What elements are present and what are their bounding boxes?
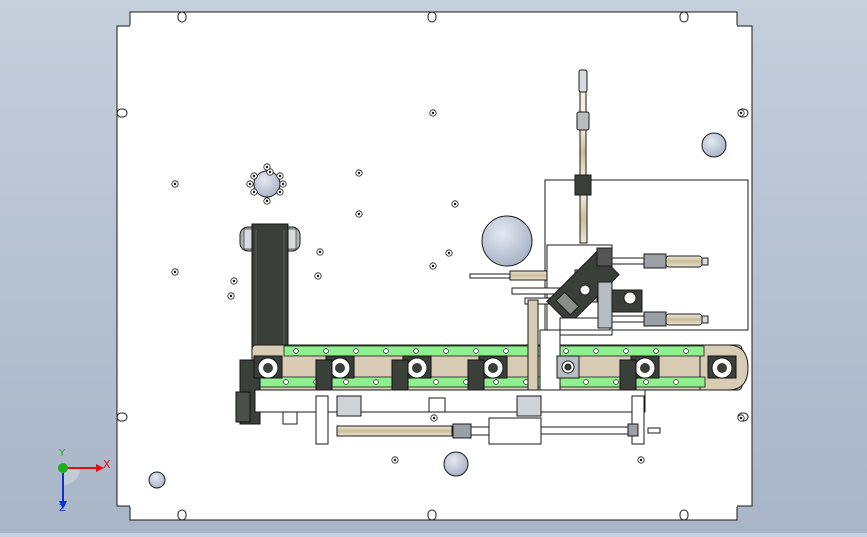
screw-hole bbox=[637, 456, 645, 464]
vertical-feed-cylinder bbox=[574, 69, 592, 244]
screw-hole bbox=[451, 200, 459, 208]
screw-hole bbox=[737, 414, 745, 422]
screw-hole bbox=[429, 262, 437, 270]
rail-screw bbox=[343, 379, 349, 385]
screw-hole bbox=[316, 248, 324, 256]
axis-y-label: Y bbox=[59, 448, 66, 459]
screw-hole bbox=[276, 188, 284, 196]
rail-screw bbox=[293, 348, 299, 354]
rail-screw bbox=[673, 379, 679, 385]
rotary-gripper-assembly bbox=[511, 244, 643, 391]
pulley-station bbox=[630, 355, 660, 379]
rail-screw bbox=[323, 348, 329, 354]
screw-hole bbox=[430, 414, 438, 422]
pulley-station bbox=[325, 355, 355, 379]
screw-hole bbox=[246, 180, 254, 188]
rail-screw bbox=[353, 348, 359, 354]
rail-screw bbox=[433, 379, 439, 385]
screw-hole bbox=[227, 292, 235, 300]
rail-screw bbox=[583, 379, 589, 385]
rail-screw bbox=[613, 379, 619, 385]
right-cylinders bbox=[611, 253, 709, 327]
rail-screw bbox=[373, 379, 379, 385]
rail-screw bbox=[503, 348, 509, 354]
screw-hole bbox=[429, 109, 437, 117]
rail-screw bbox=[493, 379, 499, 385]
rail-screw bbox=[653, 348, 659, 354]
rail-screw bbox=[413, 348, 419, 354]
axis-z-label: Z bbox=[59, 503, 66, 514]
rail-screw bbox=[643, 379, 649, 385]
rail-screw bbox=[683, 348, 689, 354]
screw-hole bbox=[250, 188, 258, 196]
screw-hole bbox=[391, 456, 399, 464]
screw-hole bbox=[737, 109, 745, 117]
screw-hole bbox=[250, 172, 258, 180]
pulley-station bbox=[253, 355, 283, 379]
screw-hole bbox=[171, 268, 179, 276]
rail-screw bbox=[593, 348, 599, 354]
screw-hole bbox=[355, 169, 363, 177]
axis-x-label: X bbox=[103, 458, 111, 471]
rail-screw bbox=[623, 348, 629, 354]
screw-hole bbox=[263, 197, 271, 205]
coordinate-triad-icon bbox=[58, 463, 104, 509]
pulley-station bbox=[478, 355, 508, 379]
rail-screw bbox=[473, 348, 479, 354]
pulley-station bbox=[707, 355, 737, 379]
coordinate-triad: X Y Z bbox=[50, 448, 111, 515]
bottom-slide-cylinder bbox=[336, 417, 661, 445]
rail-screw bbox=[283, 379, 289, 385]
rail-screw bbox=[383, 348, 389, 354]
screw-hole bbox=[263, 163, 271, 171]
screw-hole bbox=[445, 249, 453, 257]
screw-hole bbox=[276, 172, 284, 180]
screw-hole bbox=[230, 277, 238, 285]
rail-screw bbox=[443, 348, 449, 354]
screw-hole bbox=[171, 180, 179, 188]
screw-hole bbox=[355, 210, 363, 218]
screw-hole bbox=[279, 180, 287, 188]
lower-frame bbox=[254, 389, 646, 445]
mounting-slots bbox=[116, 11, 749, 521]
clamp-stations bbox=[253, 348, 737, 413]
rail-screw bbox=[563, 348, 569, 354]
screw-hole bbox=[314, 272, 322, 280]
